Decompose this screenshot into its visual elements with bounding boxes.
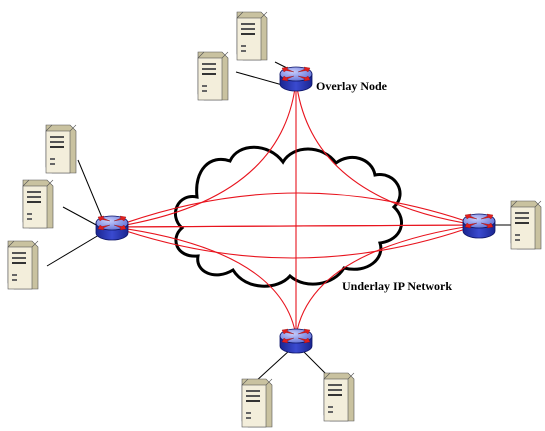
router-bottom-icon[interactable] [279,328,313,354]
overlay-links [113,79,478,337]
underlay-network-label: Underlay IP Network [342,279,452,293]
server-icon[interactable] [7,240,39,290]
server-icon[interactable] [510,200,542,250]
router-top-icon[interactable] [279,66,313,92]
server-icon[interactable] [323,372,355,422]
server-icon[interactable] [45,124,77,174]
overlay-node-label: Overlay Node [316,79,388,93]
server-icon[interactable] [197,51,229,101]
underlay-network-cloud [174,145,404,288]
router-left-icon[interactable] [95,215,129,241]
server-icon[interactable] [236,11,268,61]
server-icon[interactable] [22,179,54,229]
server-icon[interactable] [241,378,273,428]
router-right-icon[interactable] [462,213,496,239]
